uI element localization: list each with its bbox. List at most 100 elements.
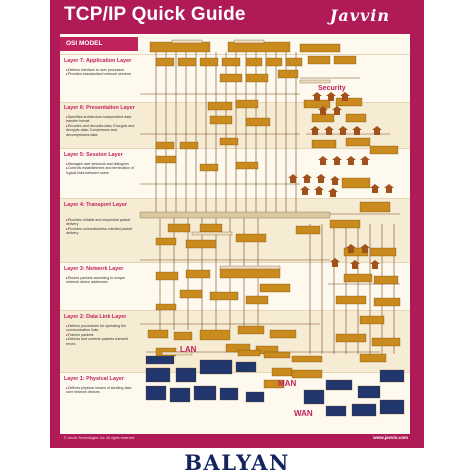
site-url: www.javvin.com [373,435,408,440]
layer-band-7 [60,54,410,102]
protocol-house-box [346,156,356,165]
poster: TCP/IP Quick Guide Javvin Security LAN M… [50,0,424,448]
layer-7-desc: Defines interface to user processes Prov… [66,68,136,77]
protocol-house-box [370,260,380,269]
wan-protocol-box [343,273,373,283]
physical-protocol-box [235,361,257,373]
layer-6-item: Specifies architecture-independent data … [66,115,136,124]
layer-band-5 [60,148,410,198]
layer-4-item: Provides connectionless oriented packet … [66,227,136,236]
session-protocol-box [155,141,175,150]
protocol-house-box [324,126,334,135]
label-ribbon [161,351,193,356]
transport-protocol-box [199,223,223,233]
layer-5-item: Manages user sessions and dialogues [66,162,136,166]
network-protocol-box [259,283,291,293]
protocol-house-box [372,126,382,135]
application-protocol-box [221,57,241,67]
protocol-house-box [302,174,312,183]
session-protocol-box [207,101,233,111]
wan-protocol-box [345,137,371,147]
application-protocol-box [285,57,303,67]
physical-protocol-box [145,355,175,365]
application-protocol-box [227,41,291,53]
wan-protocol-box [369,145,399,155]
network-protocol-box [155,271,179,281]
protocol-house-box [326,92,336,101]
session-protocol-box [245,117,271,127]
datalink-protocol-box [173,331,193,341]
network-protocol-box [209,291,239,301]
physical-protocol-box [379,399,405,415]
wan-protocol-box [373,275,399,285]
osi-heading: OSI MODEL [60,37,138,51]
physical-link-box [237,349,261,357]
physical-protocol-box [193,385,217,401]
application-protocol-box [245,73,269,83]
layer-2-item: Frames packets [66,333,136,337]
wan-protocol-box [335,295,367,305]
transport-bar [139,211,331,219]
datalink-protocol-box [237,325,265,335]
layer-5-desc: Manages user sessions and dialogues Cont… [66,162,136,175]
protocol-house-box [332,156,342,165]
wan-protocol-box [311,139,337,149]
layer-band-1 [60,372,410,434]
layer-7-title: Layer 7: Application Layer [64,58,132,64]
layer-3-desc: Routes packets according to unique netwo… [66,276,136,285]
protocol-house-box [310,126,320,135]
network-protocol-box [185,269,211,279]
transport-protocol-box [235,233,267,243]
physical-protocol-box [325,379,353,391]
datalink-protocol-box [199,329,231,341]
transport-protocol-box [167,223,191,233]
region-lan-label: LAN [180,345,197,354]
layer-3-title: Layer 3: Network Layer [64,266,124,272]
layer-4-desc: Provides reliable and sequential packet … [66,218,136,236]
protocol-house-box [332,106,342,115]
physical-protocol-box [219,387,239,401]
layer-band-3 [60,262,410,310]
layer-1-item: Defines physical means of sending data o… [66,386,136,395]
protocol-house-box [338,126,348,135]
application-protocol-box [277,69,299,79]
session-protocol-box [219,137,239,146]
protocol-house-box [340,92,350,101]
physical-protocol-box [145,367,171,383]
wan-protocol-box [341,177,371,189]
transport-protocol-box [185,239,217,249]
physical-protocol-box [357,385,381,399]
transport-protocol-box [295,225,321,235]
application-protocol-box [177,57,197,67]
protocol-house-box [352,126,362,135]
physical-protocol-box [175,367,197,383]
application-protocol-box [333,55,357,65]
session-protocol-box [235,161,259,170]
application-protocol-box [307,55,331,65]
session-protocol-box [235,99,259,109]
application-protocol-box [299,43,341,53]
protocol-house-box [350,260,360,269]
physical-link-box [263,379,285,389]
protocol-house-box [316,174,326,183]
layer-1-title: Layer 1: Physical Layer [64,376,124,382]
application-protocol-box [149,41,211,53]
application-protocol-box [265,57,283,67]
network-protocol-box [155,303,177,311]
wan-protocol-box [369,247,397,257]
wan-protocol-box [359,315,385,325]
layer-4-item: Provides reliable and sequential packet … [66,218,136,227]
protocol-house-box [360,244,370,253]
physical-protocol-box [351,403,377,417]
network-protocol-box [219,267,281,279]
application-protocol-box [219,73,243,83]
physical-protocol-box [325,405,347,417]
session-protocol-box [155,155,177,164]
label-ribbon [219,265,281,270]
copyright-text: © Javvin Technologies Inc. All rights re… [64,436,136,440]
layer-7-item: Provides standardized network services [66,72,136,76]
layer-6-item: Encodes and decodes data; Encrypts and d… [66,124,136,137]
session-protocol-box [179,141,199,150]
wan-protocol-box [335,97,363,107]
label-ribbon [191,231,233,236]
